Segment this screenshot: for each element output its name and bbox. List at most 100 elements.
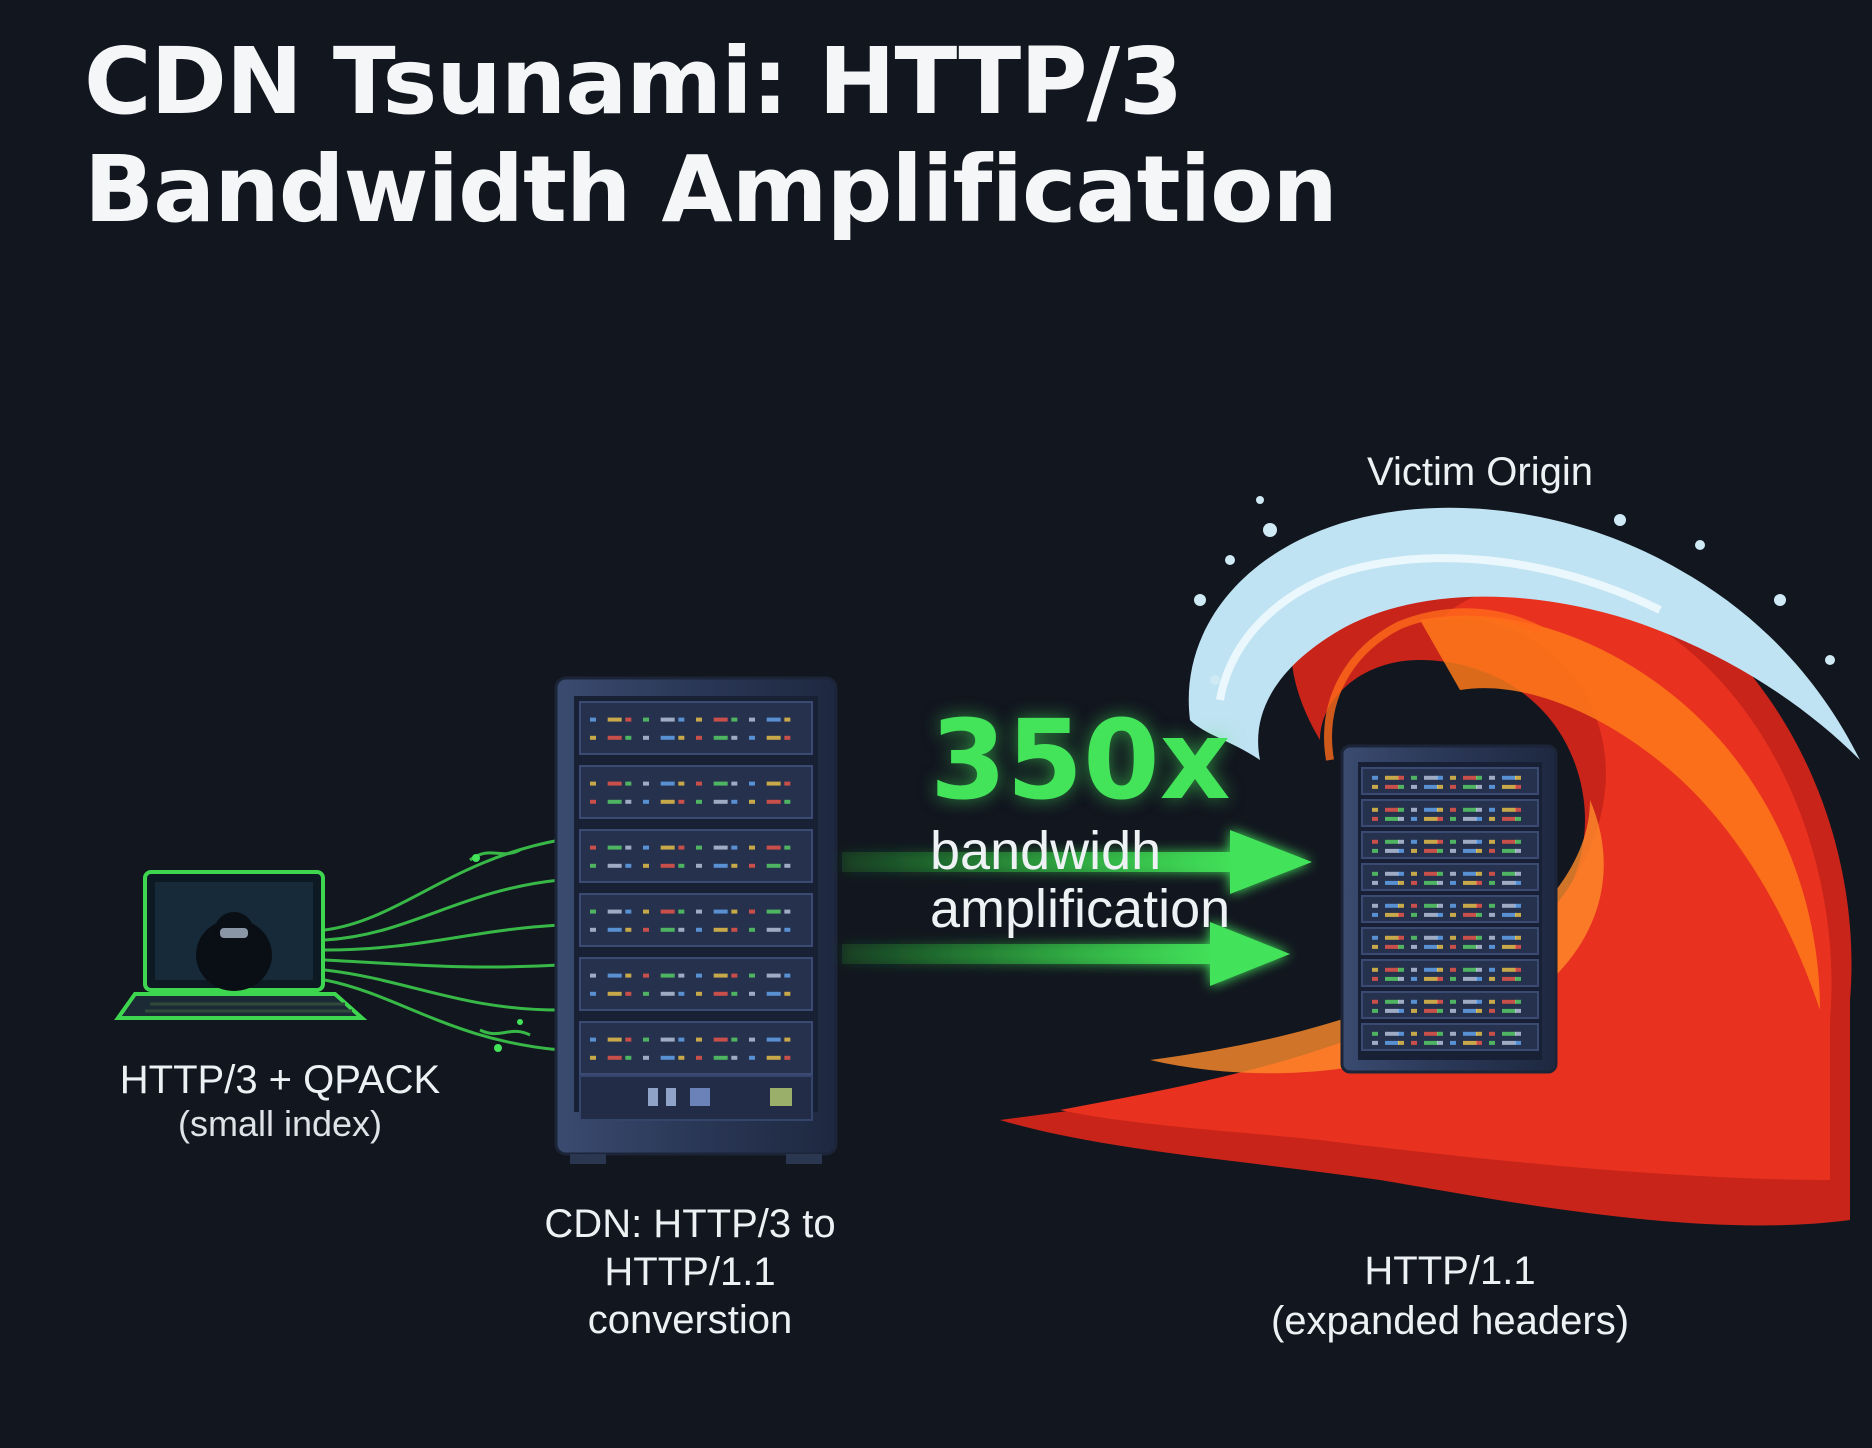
rack-led <box>1515 1008 1521 1013</box>
rack-led <box>1463 912 1477 917</box>
rack-led <box>1424 903 1438 908</box>
rack-led <box>1489 880 1495 885</box>
rack-led <box>731 1055 738 1060</box>
rack-led <box>1372 967 1378 972</box>
rack-led <box>784 1037 791 1042</box>
rack-led <box>1372 871 1378 876</box>
rack-led <box>696 909 702 914</box>
rack-led <box>1385 1031 1399 1036</box>
rack-led <box>1398 784 1404 789</box>
rack-led <box>1398 848 1404 853</box>
rack-led <box>1502 999 1516 1004</box>
rack-led <box>1476 944 1482 949</box>
rack-led <box>1489 784 1495 789</box>
rack-led <box>1385 880 1399 885</box>
rack-led <box>1398 912 1404 917</box>
rack-led <box>590 927 596 932</box>
rack-led <box>696 781 702 786</box>
rack-led <box>1502 880 1516 885</box>
rack-led <box>1450 999 1456 1004</box>
rack-led <box>731 991 738 996</box>
rack-led <box>1463 935 1477 940</box>
rack-led <box>1463 816 1477 821</box>
rack-led <box>660 717 675 722</box>
rack-led <box>660 973 675 978</box>
rack-led <box>1372 816 1378 821</box>
rack-led <box>1437 880 1443 885</box>
rack-led <box>625 781 632 786</box>
rack-led <box>1372 944 1378 949</box>
rack-led <box>713 909 728 914</box>
rack-led <box>1411 999 1417 1004</box>
rack-led <box>660 1037 675 1042</box>
rack-led <box>784 735 791 740</box>
rack-led <box>1502 935 1516 940</box>
rack-led <box>1398 871 1404 876</box>
rack-led <box>1424 1008 1438 1013</box>
rack-led <box>1411 816 1417 821</box>
rack-led <box>625 717 632 722</box>
rack-led <box>713 991 728 996</box>
rack-led <box>1515 807 1521 812</box>
rack-unit <box>1361 895 1539 923</box>
rack-led <box>1463 903 1477 908</box>
rack-led <box>625 735 632 740</box>
rack-led <box>731 799 738 804</box>
rack-led <box>1437 848 1443 853</box>
rack-led <box>643 1055 649 1060</box>
rack-led <box>1411 848 1417 853</box>
rack-led <box>713 717 728 722</box>
hacker-laptop-icon <box>114 870 368 1020</box>
rack-led <box>1476 816 1482 821</box>
rack-led <box>1502 871 1516 876</box>
rack-led <box>713 863 728 868</box>
rack-led <box>713 927 728 932</box>
rack-led <box>1463 848 1477 853</box>
rack-led <box>590 973 596 978</box>
rack-led <box>1489 903 1495 908</box>
rack-led <box>1411 1008 1417 1013</box>
attacker-sublabel: (small index) <box>177 1103 383 1144</box>
rack-led <box>766 991 781 996</box>
rack-led <box>1411 944 1417 949</box>
rack-led <box>678 909 685 914</box>
rack-led <box>1411 976 1417 981</box>
rack-led <box>696 927 702 932</box>
rack-led <box>731 909 738 914</box>
rack-led <box>1515 999 1521 1004</box>
rack-led <box>1385 816 1399 821</box>
rack-led <box>1476 807 1482 812</box>
rack-led <box>1476 967 1482 972</box>
rack-led <box>1489 999 1495 1004</box>
rack-led <box>1372 784 1378 789</box>
rack-led <box>1515 1040 1521 1045</box>
rack-led <box>1489 1040 1495 1045</box>
rack-led <box>1515 784 1521 789</box>
rack-led <box>660 735 675 740</box>
rack-led <box>713 973 728 978</box>
rack-unit <box>579 957 813 1011</box>
rack-led <box>625 845 632 850</box>
rack-led <box>1398 1031 1404 1036</box>
amplification-text: bandwidh amplification <box>930 821 1231 939</box>
rack-led <box>1476 880 1482 885</box>
rack-led <box>749 735 755 740</box>
page-title: CDN Tsunami: HTTP/3 Bandwidth Amplificat… <box>84 28 1338 243</box>
rack-led <box>1411 967 1417 972</box>
rack-led <box>660 991 675 996</box>
rack-led <box>590 991 596 996</box>
rack-led <box>1489 871 1495 876</box>
rack-led <box>607 717 622 722</box>
rack-unit <box>579 893 813 947</box>
rack-led <box>1502 944 1516 949</box>
rack-led <box>678 863 685 868</box>
rack-led <box>607 927 622 932</box>
rack-led <box>784 845 791 850</box>
rack-led <box>1476 903 1482 908</box>
rack-led <box>749 1037 755 1042</box>
rack-led <box>660 845 675 850</box>
rack-led <box>1515 967 1521 972</box>
rack-led <box>1424 944 1438 949</box>
rack-led <box>1476 839 1482 844</box>
